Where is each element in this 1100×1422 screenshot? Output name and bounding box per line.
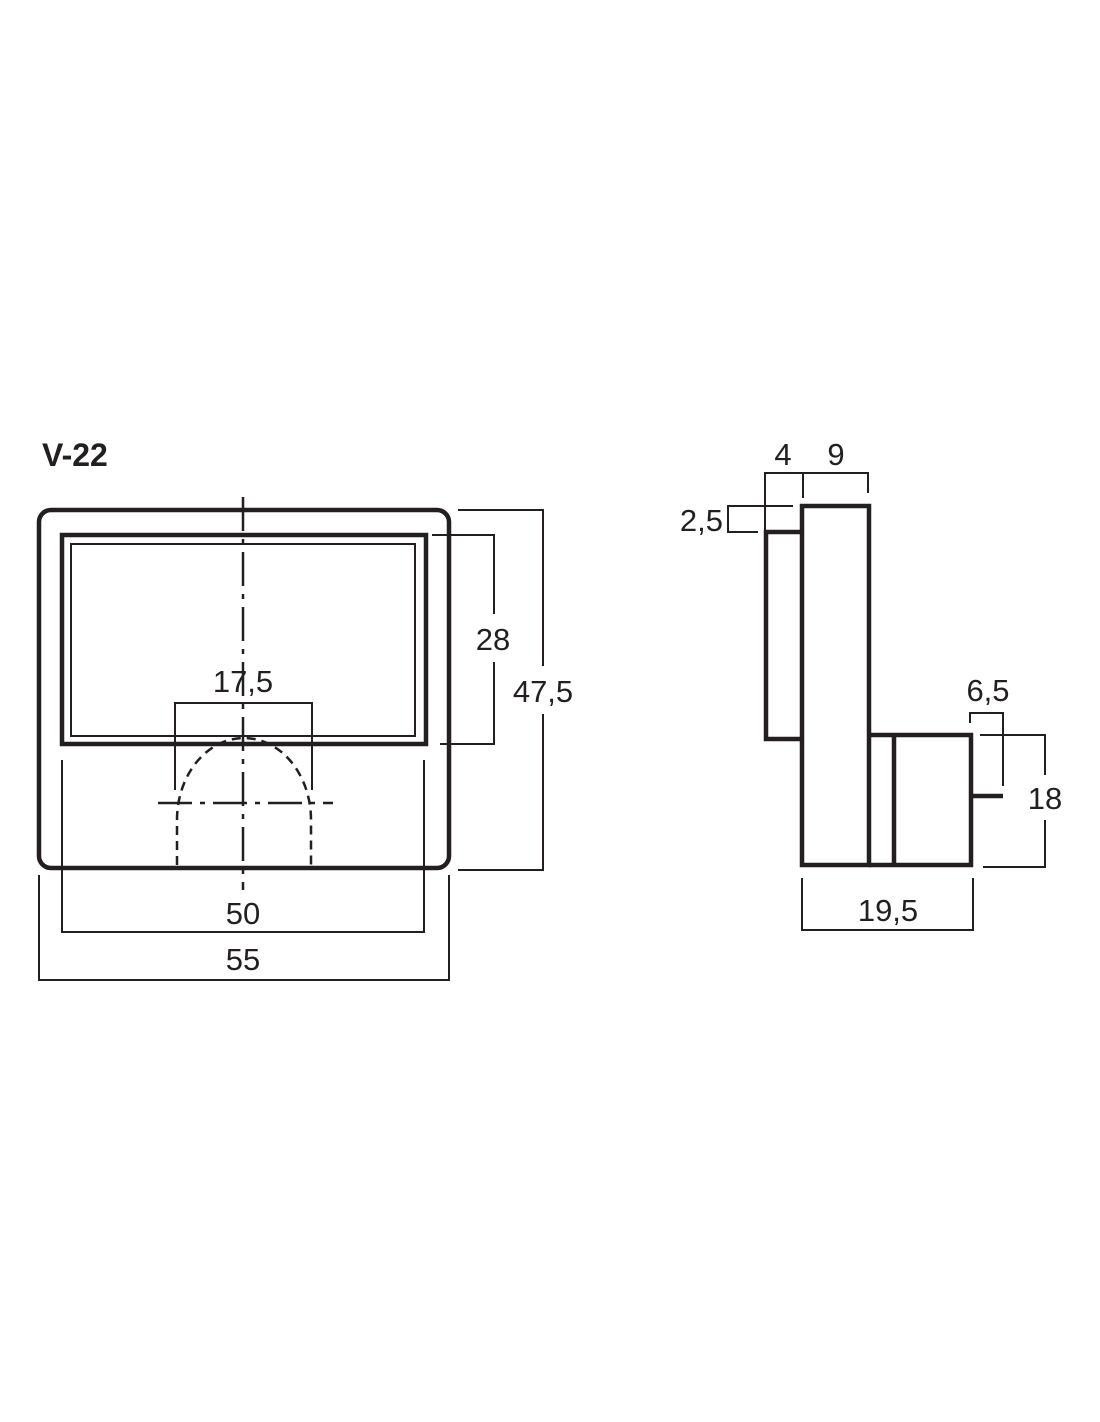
dim-terminal-length: 6,5 — [966, 673, 1009, 708]
front-view: 17,5 50 55 28 47,5 — [36, 497, 573, 981]
dim-line-mount — [174, 702, 313, 790]
dim-line-window-height — [432, 534, 495, 745]
mount-hole-hidden — [175, 736, 313, 865]
dim-line-inner-width — [61, 760, 425, 933]
dim-line-bezel-offset — [727, 505, 793, 533]
rear-block — [869, 732, 974, 868]
dim-line-outer-width — [38, 875, 450, 981]
dim-window-height: 28 — [476, 622, 510, 657]
dim-line-total-depth — [801, 878, 974, 931]
dim-outer-width: 55 — [226, 942, 260, 977]
dim-total-depth: 19,5 — [858, 893, 918, 928]
dim-line-outer-height — [458, 509, 544, 871]
dim-body-depth: 9 — [827, 437, 844, 472]
dim-bezel-depth: 4 — [774, 437, 791, 472]
dim-line-rear-height — [980, 734, 1046, 868]
body-profile — [799, 503, 872, 868]
dim-rear-height: 18 — [1028, 781, 1062, 816]
dim-line-terminal — [969, 712, 1004, 786]
dim-outer-height: 47,5 — [513, 674, 573, 709]
side-view: 4 9 2,5 6,5 18 19,5 — [680, 437, 1062, 931]
drawing-title: V-22 — [42, 437, 108, 473]
dim-mount-diameter: 17,5 — [213, 664, 273, 699]
dim-bezel-offset: 2,5 — [680, 503, 723, 538]
dim-inner-width: 50 — [226, 896, 260, 931]
dim-line-depths — [764, 472, 869, 533]
bezel-profile — [763, 529, 802, 742]
